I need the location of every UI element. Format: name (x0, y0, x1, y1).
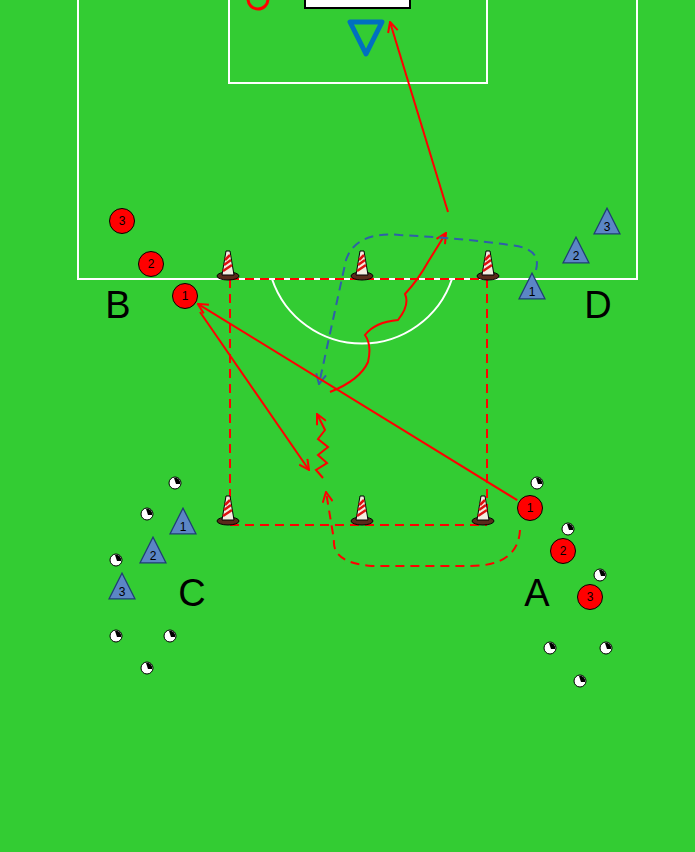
player-number: 3 (604, 221, 611, 235)
ball (141, 508, 153, 520)
ball (110, 554, 122, 566)
position-label: C (178, 573, 205, 613)
attacker-circle: 2 (550, 538, 576, 564)
ball (141, 662, 153, 674)
ball (164, 630, 176, 642)
ball (562, 523, 574, 535)
run-path (326, 492, 520, 566)
attacker-circle: 1 (172, 283, 198, 309)
player-number: 1 (182, 290, 189, 302)
player-number: 2 (148, 258, 155, 270)
pitch-lines (78, 0, 637, 344)
return-pass (200, 312, 309, 470)
player-number: 3 (119, 215, 126, 227)
defender-run (319, 235, 537, 384)
attacker-circle: 3 (109, 208, 135, 234)
ball (574, 675, 586, 687)
pass-arrow (198, 304, 517, 500)
player-number: 1 (529, 286, 536, 300)
player-number: 2 (560, 545, 567, 557)
dashed-line (229, 279, 231, 525)
attacker-circle: 3 (577, 584, 603, 610)
player-number: 1 (180, 521, 187, 535)
ball (594, 569, 606, 581)
ball (169, 477, 181, 489)
balls (110, 477, 612, 687)
penalty-box (78, 0, 637, 279)
player-number: 3 (587, 591, 594, 603)
cone (351, 496, 373, 525)
defender-triangle: 3 (108, 572, 136, 600)
shot-path (390, 22, 448, 212)
player-number: 3 (119, 586, 126, 600)
goalkeeper-symbol (350, 22, 382, 54)
goal (305, 0, 410, 8)
cone (217, 496, 239, 525)
position-label: B (105, 285, 130, 325)
defender-triangle: 2 (562, 236, 590, 264)
ball (531, 477, 543, 489)
cones (217, 251, 499, 525)
cone (217, 251, 239, 280)
goal-area (229, 0, 487, 83)
cone (351, 251, 373, 280)
red-marker (248, 0, 268, 9)
position-label: A (524, 573, 549, 613)
position-label: D (584, 285, 611, 325)
cone (472, 496, 494, 525)
attacker-circle: 2 (138, 251, 164, 277)
player-number: 2 (573, 250, 580, 264)
defender-triangle: 1 (169, 507, 197, 535)
defender-triangle: 3 (593, 207, 621, 235)
ball (110, 630, 122, 642)
ball (600, 642, 612, 654)
penalty-arc (272, 279, 452, 344)
player-number: 2 (150, 550, 157, 564)
dashed-line (486, 279, 488, 525)
defender-triangle: 1 (518, 272, 546, 300)
movement-arrows (200, 22, 537, 566)
ball (544, 642, 556, 654)
defender-triangle: 2 (139, 536, 167, 564)
dribble-path (316, 414, 328, 478)
player-number: 1 (527, 502, 534, 514)
attacker-circle: 1 (517, 495, 543, 521)
cone (477, 251, 499, 280)
